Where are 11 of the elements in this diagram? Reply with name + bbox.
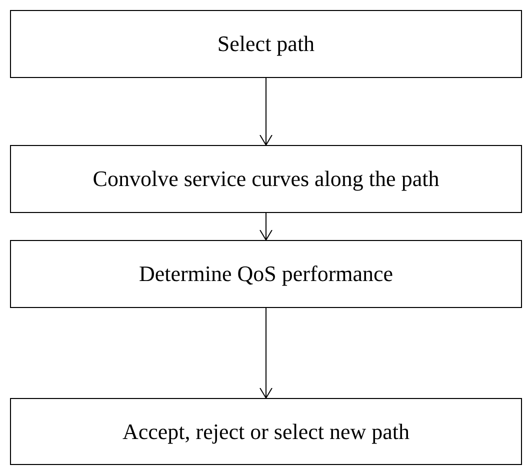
process-box (10, 10, 522, 78)
box-label: Convolve service curves along the path (92, 166, 440, 192)
process-box (10, 398, 522, 465)
box-label: Select path (217, 31, 315, 57)
arrow (260, 78, 272, 146)
box-label: Determine QoS performance (138, 261, 394, 287)
arrow (260, 212, 272, 240)
process-box (10, 240, 522, 308)
box-label: Accept, reject or select new path (122, 418, 410, 444)
process-box (10, 145, 522, 213)
arrow (260, 308, 272, 398)
